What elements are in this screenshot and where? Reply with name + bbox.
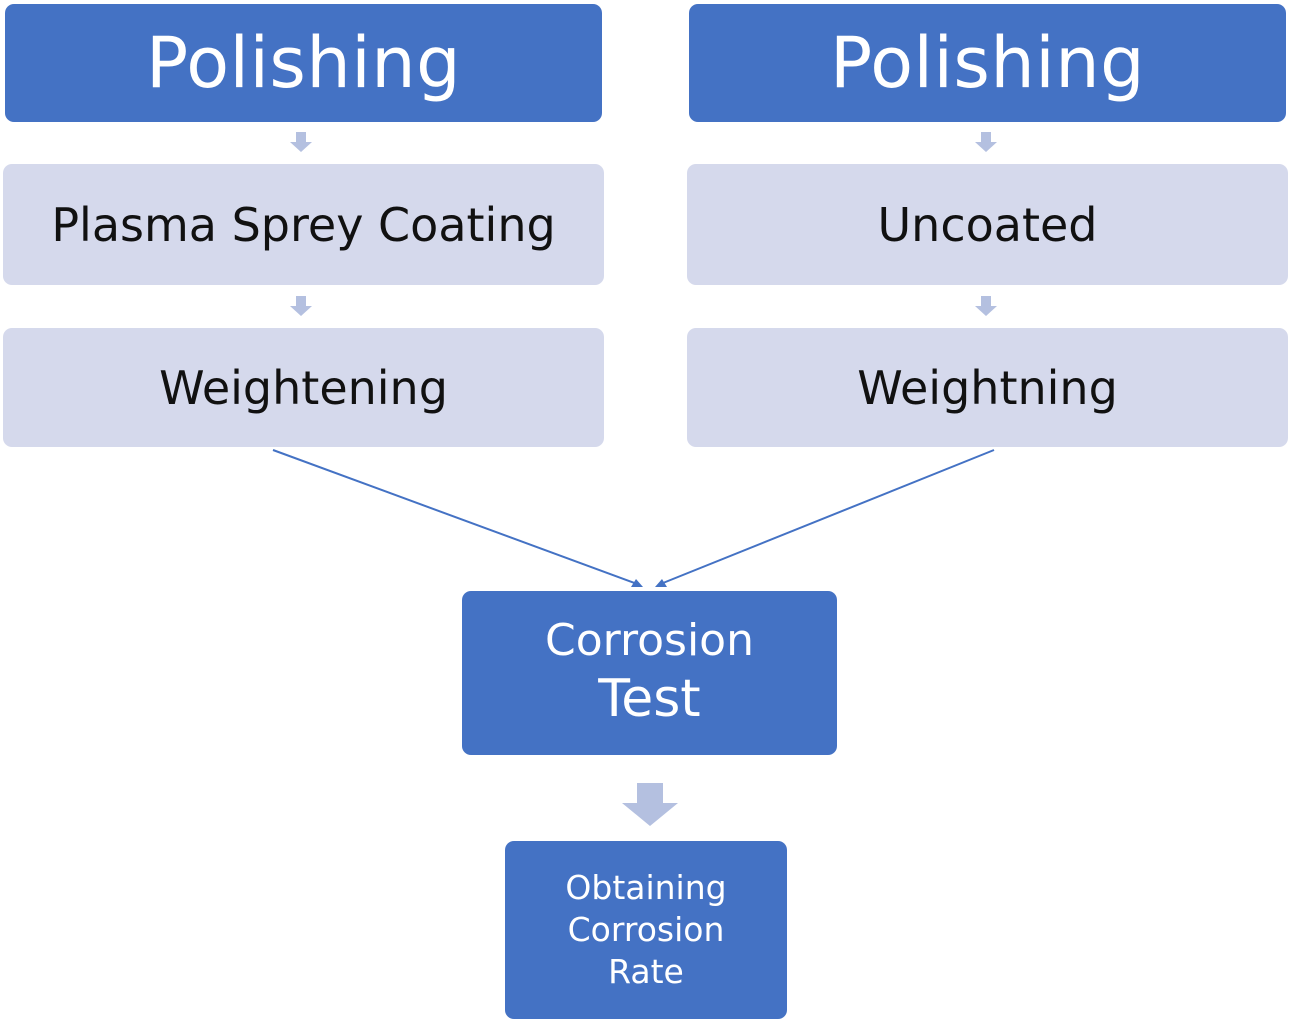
step-label: Weightening xyxy=(159,360,448,415)
arrowhead-icon xyxy=(655,579,667,587)
step-label: Polishing xyxy=(145,22,462,104)
step-label-line1: Corrosion xyxy=(545,615,754,667)
step-label: Polishing xyxy=(829,22,1146,104)
right-weighing-step: Weightning xyxy=(687,328,1288,447)
step-label-line2: Test xyxy=(598,669,701,730)
step-label: Weightning xyxy=(857,360,1118,415)
step-label: Plasma Sprey Coating xyxy=(51,197,556,252)
down-arrow-icon xyxy=(290,296,312,316)
down-arrow-icon xyxy=(975,296,997,316)
left-polishing-step: Polishing xyxy=(5,4,602,122)
uncoated-step: Uncoated xyxy=(687,164,1288,285)
step-label: Uncoated xyxy=(877,197,1098,252)
down-arrow-icon xyxy=(975,132,997,152)
connector-line-left xyxy=(272,449,641,586)
corrosion-test-step: Corrosion Test xyxy=(462,591,837,755)
step-label-line3: Rate xyxy=(608,952,684,992)
arrowhead-icon xyxy=(631,579,643,587)
down-arrow-large-icon xyxy=(622,783,678,826)
corrosion-rate-result-step: Obtaining Corrosion Rate xyxy=(505,841,787,1019)
connector-line-right xyxy=(657,449,995,586)
step-label-line2: Corrosion xyxy=(567,909,725,949)
plasma-spray-coating-step: Plasma Sprey Coating xyxy=(3,164,604,285)
right-polishing-step: Polishing xyxy=(689,4,1286,122)
left-weighing-step: Weightening xyxy=(3,328,604,447)
down-arrow-icon xyxy=(290,132,312,152)
step-label-line1: Obtaining xyxy=(565,867,727,907)
